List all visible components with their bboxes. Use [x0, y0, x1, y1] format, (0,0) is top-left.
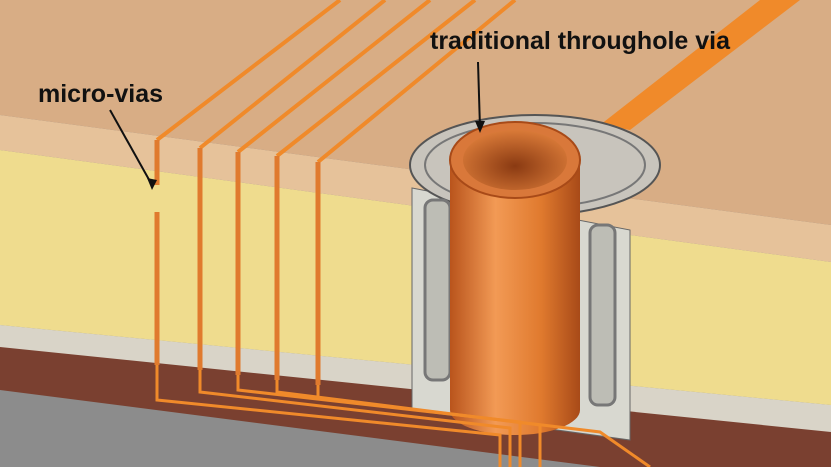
throughole-leader	[477, 61, 481, 129]
wide-trace	[600, 0, 800, 130]
micro-vias-label: micro-vias	[38, 80, 164, 108]
micro-vias-leader	[109, 109, 153, 186]
micro-via-barrels	[154, 140, 321, 385]
via-opening	[463, 130, 567, 190]
plating-coils	[423, 198, 617, 407]
throughole-via-label: traditional throughole via	[430, 27, 731, 55]
surface-traces	[155, 0, 517, 164]
throughole-arrowhead	[475, 121, 485, 133]
micro-vias-arrowhead	[147, 178, 157, 190]
throughole-via-barrel	[450, 160, 580, 435]
inner-traces	[155, 365, 651, 467]
